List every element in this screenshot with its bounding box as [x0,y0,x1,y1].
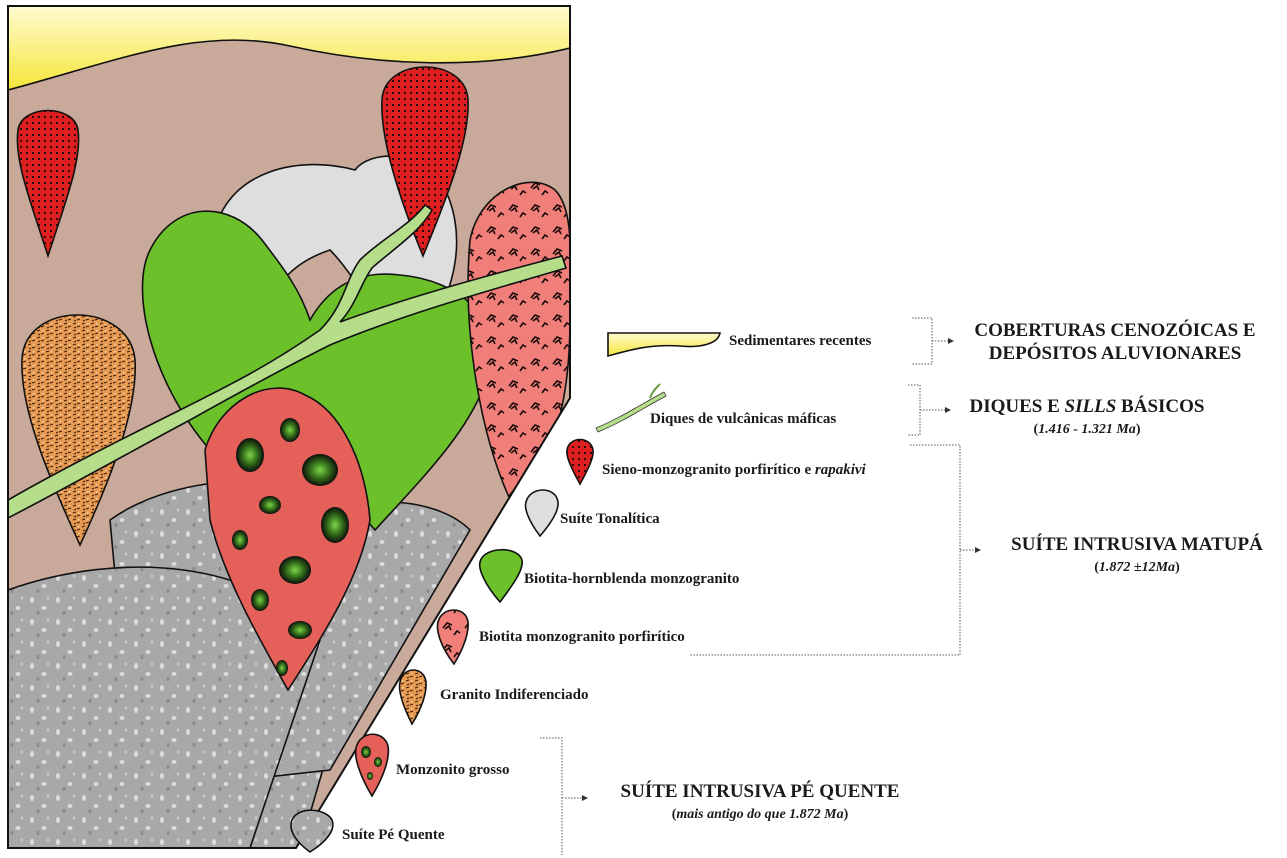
legend-sedimentares-label: Sedimentares recentes [729,333,871,349]
group-matupa-title: SUÍTE INTRUSIVA MATUPÁ [1011,533,1263,555]
legend-biotita-porfiritico-swatch [438,610,469,664]
legend-biotita-hornblenda-label: Biotita-hornblenda monzogranito [524,571,739,587]
group-diques-title: DIQUES E SILLS BÁSICOS [970,395,1205,417]
group-pe-quente-age: (mais antigo do que 1.872 Ma) [672,807,849,822]
group-pe-quente-title: SUÍTE INTRUSIVA PÉ QUENTE [621,780,900,802]
group-coberturas-line2: DEPÓSITOS ALUVIONARES [989,342,1242,364]
legend-pe-quente-label: Suíte Pé Quente [342,827,445,843]
legend-monzonito-swatch [356,734,389,796]
legend-granito-label: Granito Indiferenciado [440,687,588,703]
group-diques-age: (1.416 - 1.321 Ma) [1034,422,1141,437]
legend-sieno-swatch [567,440,593,485]
legend-sedimentares-swatch [608,333,720,356]
group-coberturas-line1: COBERTURAS CENOZÓICAS E [974,319,1255,341]
legend-biotita-porfiritico-label: Biotita monzogranito porfirítico [479,629,685,645]
group-matupa-age: (1.872 ±12Ma) [1094,560,1180,575]
legend-sieno-label: Sieno-monzogranito porfirítico e rapakiv… [602,462,867,478]
legend-granito-swatch [400,670,427,724]
legend-tonalitica-swatch [526,490,559,536]
legend-diques-label: Diques de vulcânicas máficas [650,411,836,427]
legend-biotita-hornblenda-swatch [480,550,523,602]
cross-section [8,6,571,848]
legend-monzonito-label: Monzonito grosso [396,762,509,778]
legend-tonalitica-label: Suíte Tonalítica [560,511,660,527]
